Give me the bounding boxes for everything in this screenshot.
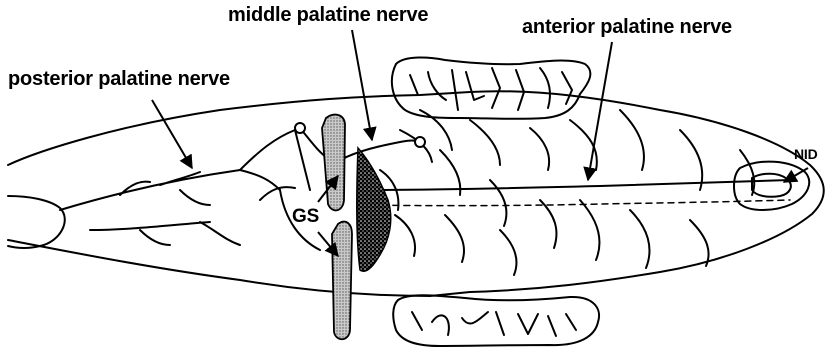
posterior-foramen bbox=[295, 123, 305, 133]
nid-arrow bbox=[784, 168, 808, 182]
incisive-papilla bbox=[734, 162, 809, 210]
label-gs: GS bbox=[292, 206, 319, 228]
lower-molar-outline bbox=[393, 295, 599, 346]
anterior-nerve bbox=[360, 180, 790, 190]
upper-molar-outline bbox=[392, 57, 591, 118]
posterior-arrow bbox=[152, 100, 192, 168]
middle-nerve bbox=[340, 141, 420, 161]
posterior-opening bbox=[8, 196, 65, 248]
label-anterior-palatine-nerve: anterior palatine nerve bbox=[522, 16, 732, 39]
gs-strip-upper bbox=[322, 115, 345, 211]
posterior-nerve-branches bbox=[60, 170, 295, 245]
anterior-arrow bbox=[588, 42, 612, 180]
middle-foramen bbox=[415, 137, 425, 147]
gs-strip-lower bbox=[332, 222, 352, 340]
label-nid: NID bbox=[794, 146, 818, 162]
middle-nerve-region bbox=[357, 148, 391, 271]
palate-outline bbox=[8, 91, 824, 296]
label-posterior-palatine-nerve: posterior palatine nerve bbox=[8, 68, 230, 91]
label-middle-palatine-nerve: middle palatine nerve bbox=[228, 4, 428, 27]
middle-arrow bbox=[352, 30, 372, 140]
